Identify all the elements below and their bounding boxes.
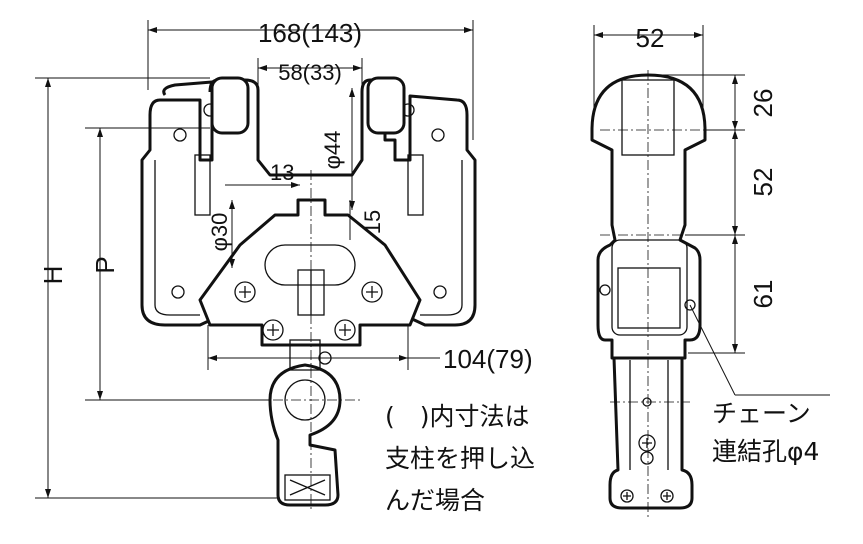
chain-note-line2: 連結孔φ4 — [712, 437, 819, 466]
gap-15-label: 15 — [360, 210, 385, 234]
side-dim-52-label: 52 — [748, 168, 778, 197]
screw-icon — [234, 281, 383, 341]
side-view — [590, 70, 720, 520]
front-dimensions: 168(143) 58(33) φ44 13 φ30 15 H P 104(79… — [35, 18, 533, 499]
dia-30-label: φ30 — [207, 213, 232, 252]
front-view — [140, 76, 477, 510]
chain-note-line1: チェーン — [712, 399, 811, 428]
side-dimensions: 52 26 52 61 チェーン 連結孔φ4 — [593, 23, 830, 466]
height-H-label: H — [38, 266, 68, 285]
note-line2: 支柱を押し込 — [385, 444, 535, 473]
note-line1: ( )内寸法は — [385, 402, 530, 431]
width-58-label: 58(33) — [278, 60, 342, 85]
side-width-52-label: 52 — [636, 23, 665, 53]
offset-13-label: 13 — [270, 160, 294, 185]
screw-icon — [620, 489, 674, 503]
dimension-note: ( )内寸法は 支柱を押し込 んだ場合 — [385, 402, 535, 515]
width-104-label: 104(79) — [443, 344, 533, 374]
width-168-label: 168(143) — [258, 18, 362, 48]
side-dim-61-label: 61 — [748, 280, 778, 309]
side-dim-26-label: 26 — [748, 89, 778, 118]
pitch-P-label: P — [90, 256, 120, 273]
note-line3: んだ場合 — [385, 486, 485, 515]
dia-44-label: φ44 — [320, 131, 345, 170]
